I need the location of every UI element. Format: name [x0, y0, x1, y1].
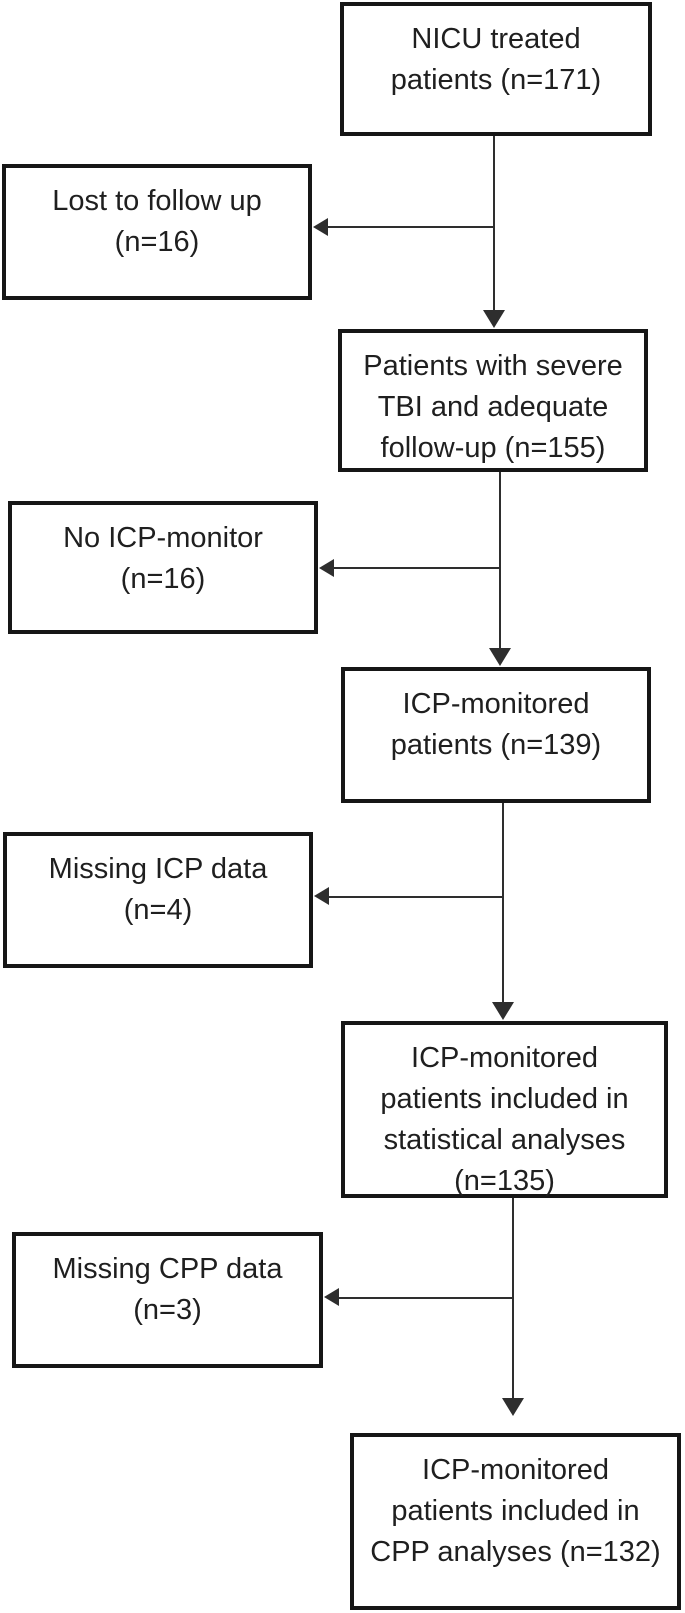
flow-node-no-icp-monitor: No ICP-monitor (n=16)	[8, 501, 318, 634]
connector-line-branch-no-icp-monitor	[332, 567, 501, 569]
connector-line-branch-missing-cpp	[337, 1297, 514, 1299]
flow-node-nicu-treated: NICU treated patients (n=171)	[340, 2, 652, 136]
arrowhead-left-icon	[313, 218, 328, 236]
flow-node-missing-cpp: Missing CPP data (n=3)	[12, 1232, 323, 1368]
flow-node-no-icp-monitor-label: No ICP-monitor (n=16)	[63, 522, 263, 595]
flow-node-cpp-analyses: ICP-monitored patients included in CPP a…	[350, 1433, 681, 1610]
flow-node-lost-follow-up-label: Lost to follow up (n=16)	[52, 185, 262, 258]
flow-node-nicu-treated-label: NICU treated patients (n=171)	[390, 23, 602, 96]
arrowhead-down-icon	[483, 310, 505, 328]
flow-node-missing-cpp-label: Missing CPP data (n=3)	[52, 1253, 283, 1326]
flow-node-severe-tbi: Patients with severe TBI and adequate fo…	[338, 329, 648, 472]
arrowhead-down-icon	[502, 1398, 524, 1416]
flow-node-severe-tbi-label: Patients with severe TBI and adequate fo…	[363, 350, 623, 464]
connector-line-severe-tbi-to-icp-monitored	[499, 472, 501, 648]
connector-line-icp-monitored-to-statistical	[502, 803, 504, 1002]
arrowhead-left-icon	[314, 887, 329, 905]
arrowhead-down-icon	[489, 648, 511, 666]
flow-node-statistical-label: ICP-monitored patients included in stati…	[380, 1042, 629, 1197]
flow-node-statistical: ICP-monitored patients included in stati…	[341, 1021, 668, 1198]
flow-node-lost-follow-up: Lost to follow up (n=16)	[2, 164, 312, 300]
connector-line-nicu-to-severe-tbi	[493, 136, 495, 310]
connector-line-branch-lost-follow-up	[324, 226, 495, 228]
flow-node-cpp-analyses-label: ICP-monitored patients included in CPP a…	[370, 1454, 661, 1568]
arrowhead-down-icon	[492, 1002, 514, 1020]
flow-node-icp-monitored-label: ICP-monitored patients (n=139)	[390, 688, 602, 761]
flow-node-missing-icp-label: Missing ICP data (n=4)	[48, 853, 268, 926]
arrowhead-left-icon	[319, 559, 334, 577]
arrowhead-left-icon	[324, 1288, 339, 1306]
connector-line-branch-missing-icp	[327, 896, 504, 898]
flow-node-icp-monitored: ICP-monitored patients (n=139)	[341, 667, 651, 803]
flow-node-missing-icp: Missing ICP data (n=4)	[3, 832, 313, 968]
